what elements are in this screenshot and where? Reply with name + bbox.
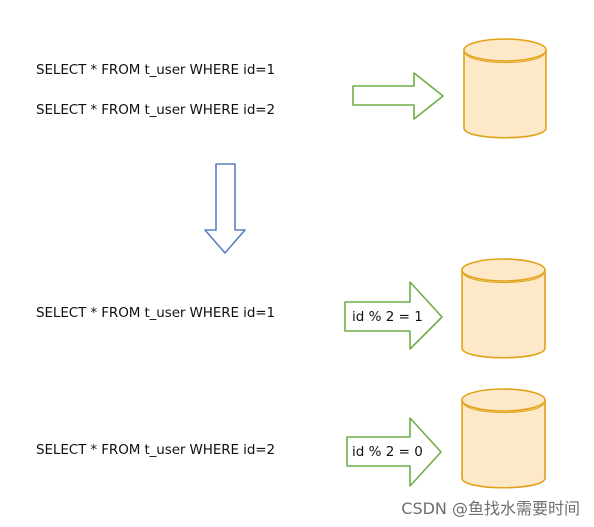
route-rule-shard-1: id % 2 = 1 xyxy=(352,309,423,325)
route-arrow-icon-shard-1 xyxy=(344,281,443,350)
query-text-shard-1: SELECT * FROM t_user WHERE id=1 xyxy=(36,305,275,321)
route-arrow-icon-shard-2 xyxy=(346,417,442,487)
query-text-top-1: SELECT * FROM t_user WHERE id=1 xyxy=(36,62,275,78)
database-icon-shard-1 xyxy=(461,258,546,359)
query-text-shard-2: SELECT * FROM t_user WHERE id=2 xyxy=(36,442,275,458)
database-icon-single xyxy=(463,38,547,139)
route-arrow-icon-top xyxy=(352,72,444,120)
query-text-top-2: SELECT * FROM t_user WHERE id=2 xyxy=(36,102,275,118)
watermark-text: CSDN @鱼找水需要时间 xyxy=(401,499,580,518)
down-arrow-icon xyxy=(204,163,246,254)
database-icon-shard-2 xyxy=(461,388,546,489)
route-rule-shard-2: id % 2 = 0 xyxy=(352,444,423,460)
